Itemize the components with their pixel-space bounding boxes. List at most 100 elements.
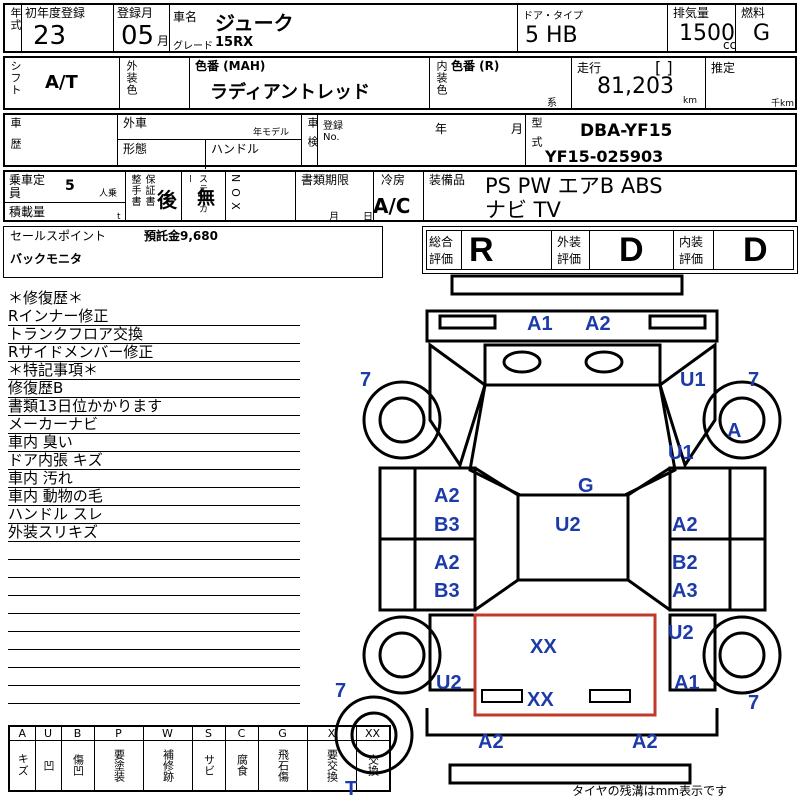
windshield: [468, 383, 677, 497]
car-name-label: 車名: [173, 10, 198, 24]
door-type-label: ドア・タイプ: [523, 11, 583, 22]
capacity-unit: 人乗: [99, 189, 118, 199]
shift: A/T: [45, 72, 78, 93]
maintenance-label: 整手書: [129, 174, 140, 207]
note-line: 修復歴B: [8, 380, 300, 398]
mileage: 81,203: [597, 74, 674, 99]
interior-grade: D: [743, 231, 768, 269]
handle-label: ハンドル: [211, 142, 260, 156]
interior-grade-label: 内装評価: [679, 235, 704, 266]
mark-front-a1: A1: [527, 313, 553, 335]
tire-rear-left: [362, 615, 442, 695]
inspection-label: 車検: [306, 117, 319, 155]
fuel: G: [753, 21, 771, 46]
legend-code: XX: [355, 725, 390, 741]
month-unit: 月: [157, 34, 170, 48]
exterior-grade: D: [619, 231, 644, 269]
sales-point-line2: バックモニタ: [10, 252, 83, 266]
tire-tread-note: タイヤの残溝はmm表示です: [572, 784, 728, 798]
legend-text: 要交換: [306, 740, 357, 791]
header-row: 年式 初年度登録 23 登録月 05 月 車名 ジューク グレード 15RX ド…: [3, 3, 797, 53]
mark-left-b3-rear: B3: [434, 580, 460, 602]
grade-label: グレード: [173, 41, 213, 52]
docs-day: 日: [363, 212, 373, 223]
legend-text: 飛石傷: [257, 740, 308, 791]
rear-panel: [448, 763, 692, 785]
shift-label: シフト: [9, 60, 22, 96]
mark-right-a1: A1: [674, 672, 700, 694]
exterior-grade-label: 外装評価: [557, 235, 582, 266]
mark-right-u2: U2: [668, 622, 694, 644]
sales-point-label: セールスポイント: [10, 229, 107, 243]
equipment-line1: PS PW エアB ABS: [485, 174, 663, 198]
insp-month-label: 月: [511, 122, 524, 136]
mark-right-a2: A2: [672, 514, 698, 536]
equipment-label: 装備品: [429, 173, 466, 187]
legend-text: 傷凹: [60, 740, 95, 791]
mark-tire-fr: 7: [748, 369, 760, 391]
model-code: DBA-YF15: [580, 121, 673, 141]
mark-u1-right: U1: [668, 442, 694, 464]
year-label: 年式: [9, 7, 22, 31]
legend-text: 補修跡: [142, 740, 193, 791]
estimate-label: 推定: [711, 61, 736, 75]
grade: 15RX: [215, 35, 254, 50]
note-line: ＊特記事項＊: [8, 362, 300, 380]
color-code-label: 色番 (MAH): [195, 59, 266, 73]
note-line: ＊修復歴＊: [8, 289, 84, 307]
first-reg-label: 初年度登録: [25, 6, 86, 20]
ext-color-label: 外装色: [125, 60, 138, 96]
note-line: Rインナー修正: [8, 308, 300, 326]
tire-front-left: [362, 380, 442, 460]
docs-month: 月: [329, 212, 339, 223]
km-unit: km: [683, 96, 697, 106]
sales-point-box: セールスポイント 預託金9,680 バックモニタ: [3, 226, 383, 278]
mileage-bracket: [ ]: [655, 58, 673, 77]
note-line: 車内 動物の毛: [8, 488, 300, 506]
displacement: 1500: [679, 21, 735, 46]
model-label: 型式: [530, 117, 543, 155]
int-code-label: 色番 (R): [451, 59, 500, 73]
recycle-deposit: 預託金9,680: [144, 229, 218, 243]
warranty-value: 後: [157, 188, 177, 212]
sticker-value: 無: [197, 188, 215, 209]
spare-tire: [334, 695, 414, 775]
legend-text: 凹: [34, 740, 62, 791]
mark-rear-a2-left: A2: [478, 731, 504, 753]
mileage-label: 走行: [577, 61, 602, 75]
tire-rear-right: [702, 615, 782, 695]
mark-front-a2: A2: [585, 313, 611, 335]
repair-area: [473, 613, 657, 717]
overall-grade: R: [469, 231, 494, 269]
mark-tire-rl: 7: [335, 680, 347, 702]
mark-tire-rr: 7: [748, 692, 760, 714]
color-row: シフト A/T 外装色 色番 (MAH) ラディアントレッド 内装色 色番 (R…: [3, 56, 797, 110]
note-line: 車内 臭い: [8, 434, 300, 452]
reg-no-label: 登録No.: [323, 121, 343, 143]
roof: [516, 493, 630, 582]
history-row: 車歴 外車 年モデル 形態 ハンドル 車検 登録No. 年 月 型式 DBA-Y…: [3, 113, 797, 169]
hood: [483, 343, 662, 387]
insp-year-label: 年: [435, 122, 448, 136]
front-bumper: [425, 309, 719, 343]
mark-roof-u2: U2: [555, 514, 581, 536]
note-line: メーカーナビ: [8, 416, 300, 434]
rear-bumper: [425, 708, 719, 737]
ext-color: ラディアントレッド: [210, 82, 371, 103]
grade-sub-box: [450, 274, 684, 296]
overall-grade-label: 総合評価: [429, 235, 454, 266]
load-label: 積載量: [9, 205, 46, 219]
body-label: 形態: [123, 142, 148, 156]
warranty-label: 保証書: [143, 174, 154, 207]
chassis-number: YF15-025903: [545, 147, 664, 166]
int-color-label: 内装色: [435, 60, 448, 96]
mark-trunk-xx: XX: [530, 636, 557, 658]
mark-a-right: A: [727, 420, 742, 442]
mark-left-a2-front: A2: [434, 485, 460, 507]
capacity-label: 乗車定員: [9, 173, 46, 200]
import-label: 外車: [123, 116, 148, 130]
mark-g: G: [578, 475, 594, 497]
mark-spare-t: T: [345, 778, 358, 800]
